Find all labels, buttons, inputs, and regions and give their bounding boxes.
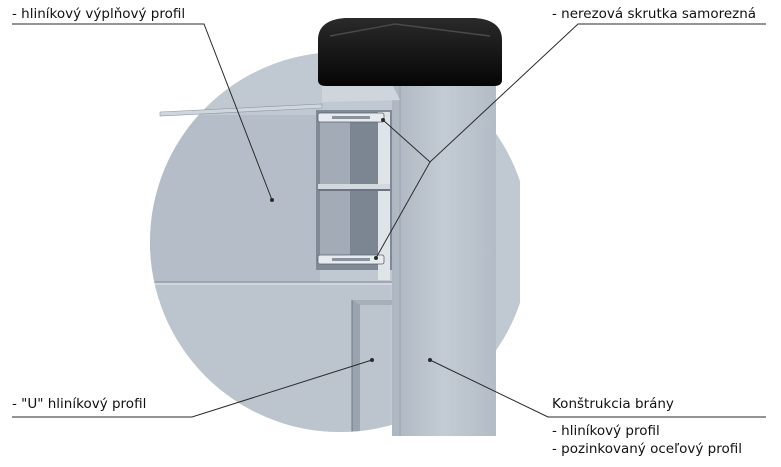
u-profile-channel xyxy=(352,300,360,432)
label-u-profile: - "U" hliníkový profil xyxy=(12,396,147,412)
label-infill-profile: - hliníkový výplňový profil xyxy=(12,6,186,22)
leader-lines xyxy=(12,23,766,418)
post-cap xyxy=(318,18,502,86)
label-gate-structure-item1: - hliníkový profil xyxy=(552,423,660,439)
infill-panel-upper xyxy=(150,115,320,282)
label-gate-structure-title: Konštrukcia brány xyxy=(552,396,674,412)
post-neck xyxy=(322,84,400,102)
label-gate-structure-item2: - pozinkovaný oceľový profil xyxy=(552,441,742,457)
leader-endpoints xyxy=(270,118,432,362)
infill-panel-top-edge xyxy=(159,103,323,117)
label-screw: - nerezová skrutka samorezná xyxy=(552,6,757,22)
gate-post xyxy=(392,86,496,436)
